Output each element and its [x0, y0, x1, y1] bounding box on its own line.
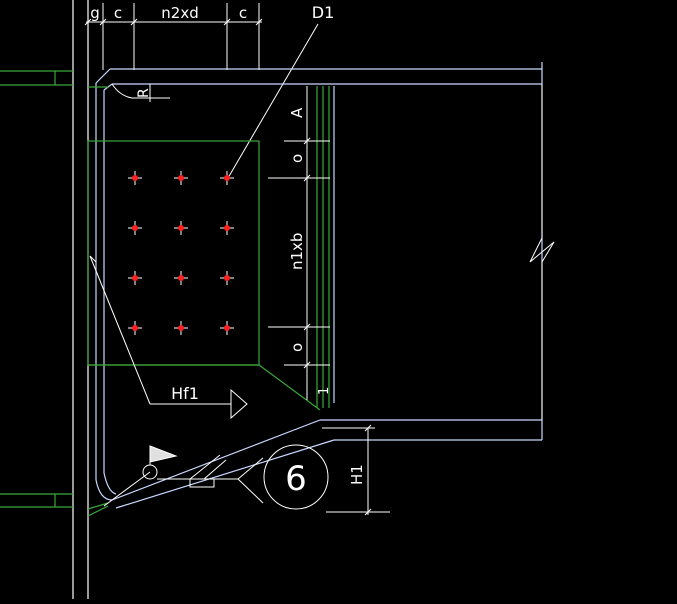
- weld-symbol: [103, 444, 329, 510]
- dim-label-g: g: [90, 4, 100, 22]
- right-dimension-chain: [268, 86, 330, 400]
- bolt: [174, 171, 188, 185]
- bolt: [128, 321, 142, 335]
- bolt: [220, 321, 234, 335]
- bolt: [220, 221, 234, 235]
- h1-dimension: [322, 424, 390, 516]
- bolt: [128, 221, 142, 235]
- bolt: [174, 271, 188, 285]
- label-h1: H1: [348, 464, 366, 485]
- bolt: [220, 271, 234, 285]
- dim-label-c-right: c: [239, 4, 247, 22]
- dim-label-n2xd: n2xd: [161, 4, 198, 22]
- bolt-grid: [128, 171, 234, 335]
- flag-icon: [149, 445, 178, 463]
- label-hf1: Hf1: [171, 384, 199, 403]
- break-line-symbol: [529, 84, 555, 420]
- label-r: R: [136, 88, 152, 98]
- column-stiffeners: [0, 70, 73, 508]
- bolt: [128, 271, 142, 285]
- beam-outline: [95, 62, 543, 509]
- connection-plate: [87, 86, 330, 517]
- d1-leader-line: [227, 23, 319, 179]
- bolt: [128, 171, 142, 185]
- label-o-bottom: o: [288, 343, 306, 352]
- label-o-top: o: [288, 154, 306, 163]
- bolt: [174, 321, 188, 335]
- label-d1: D1: [312, 3, 335, 22]
- label-one: 1: [317, 387, 332, 395]
- bolt: [174, 221, 188, 235]
- hf1-leader: [89, 255, 248, 420]
- top-dimension-chain: [84, 3, 263, 70]
- weld-number: 6: [285, 459, 307, 499]
- radius-dimension: [111, 83, 170, 102]
- dim-label-c-left: c: [114, 4, 122, 22]
- label-n1xb: n1xb: [288, 233, 306, 270]
- label-a: A: [288, 107, 306, 118]
- bolt: [220, 171, 234, 185]
- column-lines: [72, 0, 89, 599]
